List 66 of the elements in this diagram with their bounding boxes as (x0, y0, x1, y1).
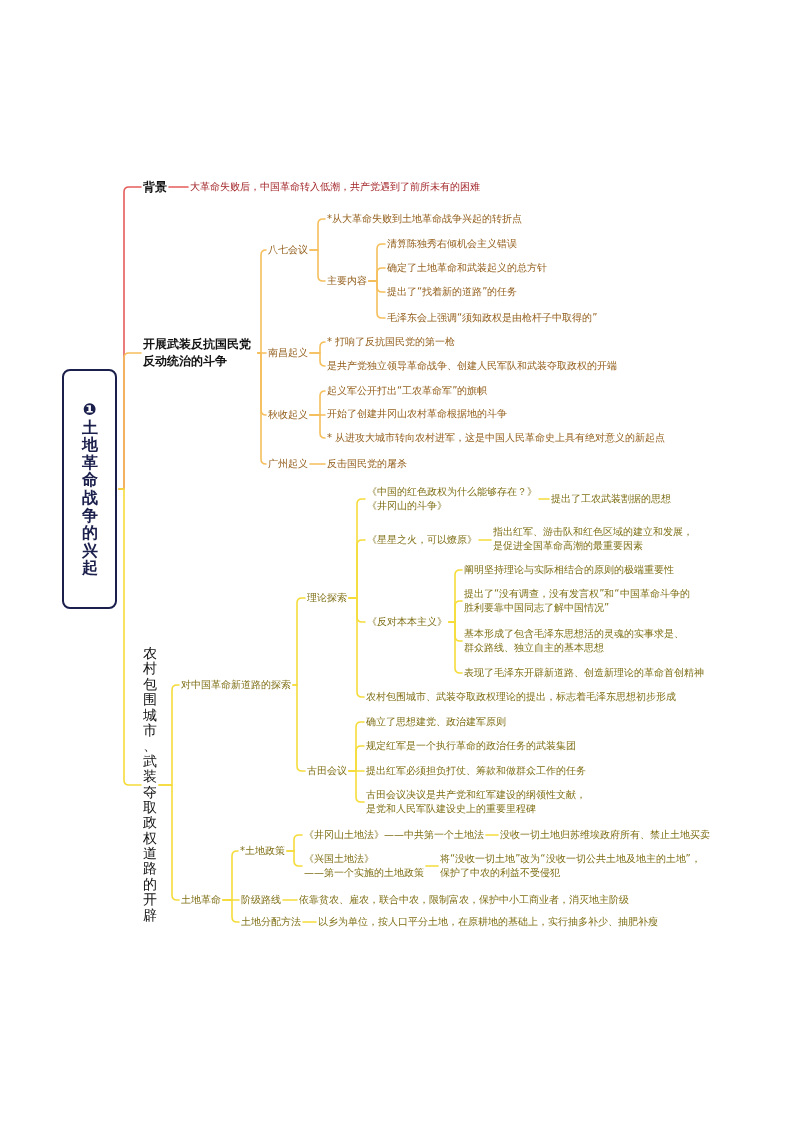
note-text: 起义军公开打出“工农革命军”的旗帜 (327, 384, 488, 398)
connector-line (478, 539, 492, 541)
connector-line (222, 899, 240, 923)
connector-line (286, 850, 303, 867)
topic-label: 八七会议 (268, 243, 308, 257)
connector-line (425, 865, 439, 867)
connector-line (282, 899, 298, 901)
topic-label: 《井冈山土地法》——中共第一个土地法 (304, 828, 484, 842)
note-text: * 打响了反抗国民党的第一枪 (327, 335, 456, 349)
topic-label: 南昌起义 (268, 346, 308, 360)
note-text: 指出红军、游击队和红色区域的建立和发展，是促进全国革命高潮的最重要因素 (493, 525, 697, 553)
topic-label: 《井冈山的斗争》 (367, 499, 447, 513)
topic-label: *土地政策 (240, 844, 285, 858)
topic-title: ❶土地革命战争的兴起 (81, 401, 98, 577)
note-text: 清算陈独秀右倾机会主义错误 (387, 237, 517, 251)
topic-label: 主要内容 (327, 274, 367, 288)
topic-label: 秋收起义 (268, 408, 308, 422)
connector-line (309, 463, 326, 465)
branch-heading: 农村包围城市、武装夺取政权道路的开辟 (143, 646, 157, 924)
note-text: 提出了“没有调查，没有发言权”和“中国革命斗争的胜利要靠中国同志了解中国情况” (464, 587, 690, 615)
note-text: 基本形成了包含毛泽东思想活的灵魂的实事求是、群众路线、独立自主的基本思想 (464, 627, 688, 655)
topic-label: 古田会议 (307, 764, 347, 778)
connector-line (302, 921, 317, 923)
note-text: 农村包围城市、武装夺取政权理论的提出，标志着毛泽东思想初步形成 (366, 690, 676, 704)
note-text: 表现了毛泽东开辟新道路、创造新理论的革命首创精神 (464, 666, 704, 680)
note-text: 大革命失败后，中国革命转入低潮，共产党遇到了前所未有的困难 (190, 180, 480, 194)
connector-line (485, 834, 499, 836)
note-text: * 从进攻大城市转向农村进军，这是中国人民革命史上具有绝对意义的新起点 (327, 431, 666, 445)
note-text: 是共产党独立领导革命战争、创建人民军队和武装夺取政权的开端 (327, 359, 617, 373)
connector-line (168, 186, 189, 188)
topic-label: 土地分配方法 (241, 915, 301, 929)
topic-label: 《兴国土地法》 (304, 852, 374, 866)
topic-label: 对中国革命新道路的探索 (181, 678, 291, 692)
topic-label: 广州起义 (268, 457, 308, 471)
branch-heading: 背景 (143, 178, 167, 196)
topic-label: 《星星之火，可以燎原》 (367, 533, 477, 547)
note-text: 确定了土地革命和武装起义的总方针 (387, 261, 547, 275)
note-text: 提出了“找着新的道路”的任务 (387, 285, 518, 299)
topic-label: 《中国的红色政权为什么能够存在？》 (367, 485, 537, 499)
note-text: 毛泽东会上强调“须知政权是由枪杆子中取得的” (387, 311, 598, 325)
note-text: 提出红军必须担负打仗、筹款和做群众工作的任务 (366, 764, 586, 778)
note-text: 确立了思想建党、政治建军原则 (366, 715, 506, 729)
connector-line (309, 414, 326, 439)
note-text: 没收一切土地归苏维埃政府所有、禁止土地买卖 (500, 828, 710, 842)
connector-line (257, 352, 267, 465)
note-text: 规定红军是一个执行革命的政治任务的武装集团 (366, 739, 576, 753)
connector-line (309, 352, 326, 367)
note-text: 提出了工农武装割据的思想 (551, 492, 671, 506)
connector-line (538, 498, 550, 500)
note-text: 将“没收一切土地”改为“没收一切公共土地及地主的土地”，保护了中农的利益不受侵犯 (440, 852, 704, 880)
note-text: 古田会议决议是共产党和红军建设的纲领性文献，是党和人民军队建设史上的重要里程碑 (366, 788, 590, 816)
note-text: 反击国民党的屠杀 (327, 457, 407, 471)
topic-label: ——第一个实施的土地政策 (304, 866, 424, 880)
connector-line (118, 488, 142, 786)
topic-label: 土地革命 (181, 893, 221, 907)
topic-label: 理论探索 (307, 591, 347, 605)
note-text: *从大革命失败到土地革命战争兴起的转折点 (327, 212, 522, 226)
connector-line (257, 249, 267, 354)
note-text: 依靠贫农、雇农，联合中农，限制富农，保护中小工商业者，消灭地主阶级 (299, 893, 629, 907)
topic-label: 阶级路线 (241, 893, 281, 907)
note-text: 以乡为单位，按人口平分土地，在原耕地的基础上，实行抽多补少、抽肥补瘦 (318, 915, 658, 929)
note-text: 阐明坚持理论与实际相结合的原则的极端重要性 (464, 563, 674, 577)
branch-heading: 开展武装反抗国民党反动统治的斗争 (143, 336, 256, 370)
topic-label: 《反对本本主义》 (367, 615, 447, 629)
central-topic-box (62, 369, 117, 609)
note-text: 开始了创建井冈山农村革命根据地的斗争 (327, 407, 507, 421)
